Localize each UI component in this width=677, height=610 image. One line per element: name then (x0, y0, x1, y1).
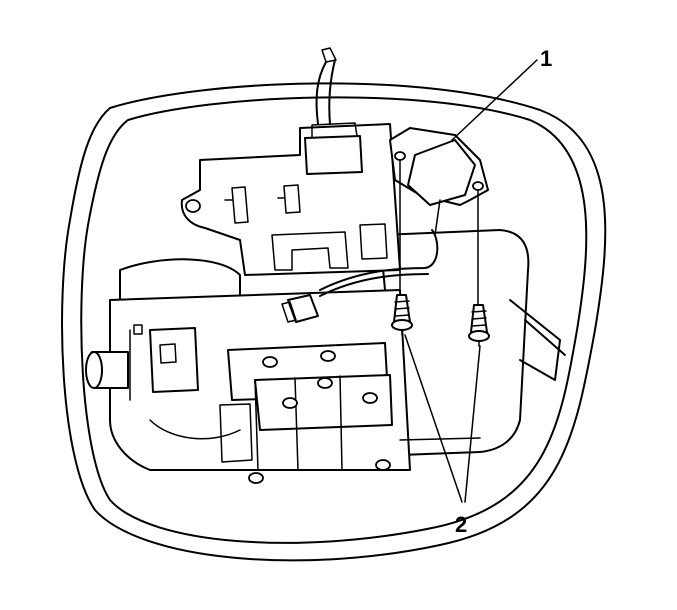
callout-2: 2 (455, 512, 467, 537)
leader-line-1 (451, 59, 538, 141)
leader-line-2b (464, 345, 481, 503)
wiring-harness (281, 47, 439, 323)
base-cradle (85, 229, 566, 484)
callout-1: 1 (540, 46, 552, 71)
leader-lines (404, 59, 538, 503)
sensor-module (389, 127, 489, 236)
screw-right (468, 189, 490, 347)
mounting-screws (391, 159, 490, 347)
screw-left (391, 159, 413, 336)
leader-line-2a (404, 334, 463, 503)
mounting-bracket (180, 123, 401, 276)
